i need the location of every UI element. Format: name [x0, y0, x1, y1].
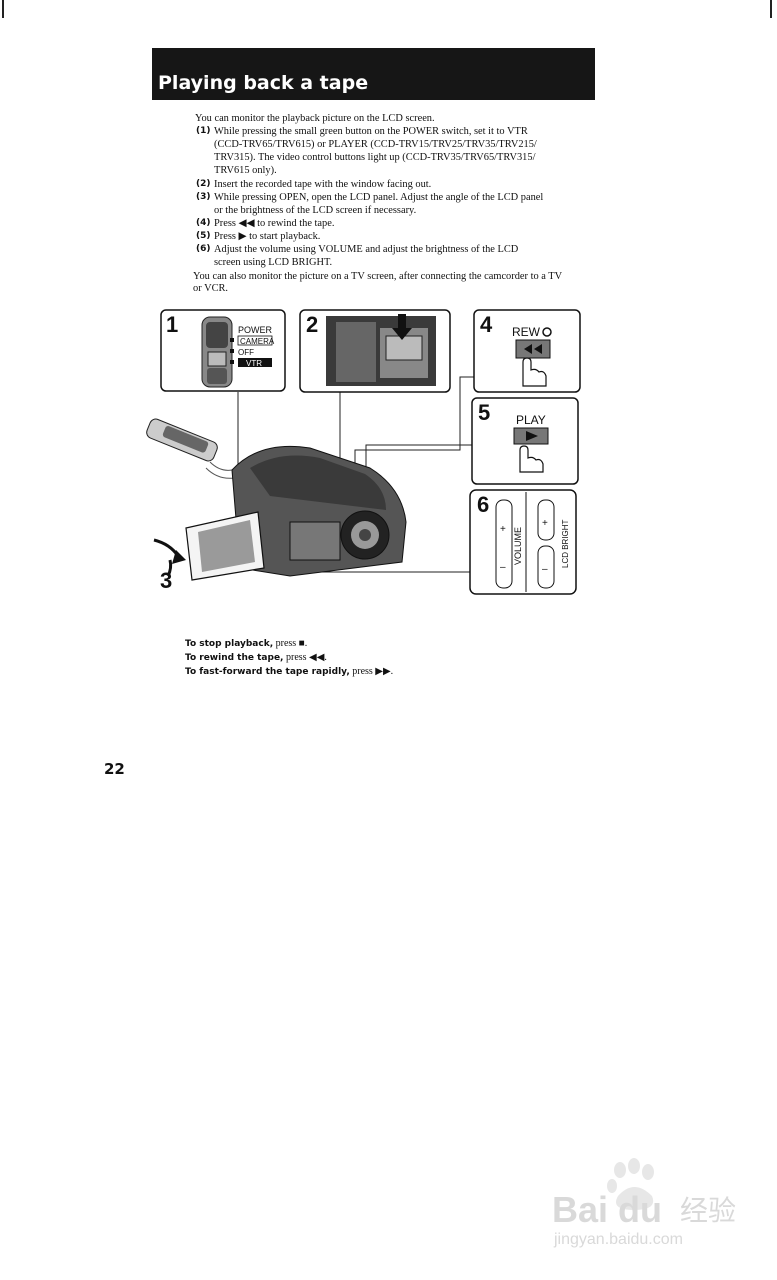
lcd-panel: 3	[153, 511, 265, 593]
step-line: TRV615 only).	[214, 165, 277, 176]
step-number: (1)	[196, 126, 211, 136]
option-camera: CAMERA	[240, 337, 275, 346]
step-line: While pressing OPEN, open the LCD panel.…	[214, 192, 544, 203]
watermark-chinese: 经验	[680, 1195, 736, 1226]
panel-4-rewind: 4 REW	[473, 309, 581, 393]
step-line: screen using LCD BRIGHT.	[214, 257, 333, 268]
panel-number: 1	[166, 312, 178, 337]
step-number: (6)	[196, 244, 211, 254]
step-number: (5)	[196, 231, 211, 241]
step-line: (CCD-TRV65/TRV615) or PLAYER (CCD-TRV15/…	[214, 139, 537, 150]
lcd-plus: +	[542, 518, 548, 529]
page-title: Playing back a tape	[158, 72, 369, 94]
outro-line: You can also monitor the picture on a TV…	[193, 271, 563, 282]
step-1: (1) While pressing the small green butto…	[196, 125, 596, 177]
panel-number: 4	[480, 312, 493, 337]
pointing-hand-icon	[519, 445, 544, 473]
step-line: or the brightness of the LCD screen if n…	[214, 205, 417, 216]
panel-number: 2	[306, 312, 318, 337]
note-rest: press ▶▶.	[349, 666, 394, 677]
step-number: (4)	[196, 218, 211, 228]
header-bar	[152, 48, 595, 100]
remote-control-icon	[146, 418, 235, 479]
step-3: (3) While pressing OPEN, open the LCD pa…	[196, 191, 596, 217]
watermark-logo: Bai du	[552, 1189, 662, 1230]
panel-1-power-switch: 1 POWER CAMERA OFF VTR	[160, 309, 286, 392]
step-2: (2) Insert the recorded tape with the wi…	[196, 178, 596, 191]
intro-text: You can monitor the playback picture on …	[195, 113, 435, 124]
step-line: Press ◀◀ to rewind the tape.	[214, 218, 335, 229]
baidu-watermark: Bai du 经验 jingyan.baidu.com	[552, 1158, 736, 1248]
rew-button	[515, 339, 551, 359]
note-item: To stop playback, press ■.	[185, 637, 393, 651]
lcd-minus: –	[542, 564, 548, 575]
note-rest: press ■.	[273, 638, 308, 649]
step-6: (6) Adjust the volume using VOLUME and a…	[196, 243, 596, 269]
volume-label: VOLUME	[513, 527, 523, 565]
panel-number: 3	[160, 568, 172, 593]
step-line: Press ▶ to start playback.	[214, 231, 321, 242]
note-bold: To stop playback,	[185, 639, 274, 649]
panel-2-tape-insert: 2	[299, 309, 451, 393]
step-number: (3)	[196, 192, 211, 202]
note-bold: To fast-forward the tape rapidly,	[185, 667, 350, 677]
outro-text: You can also monitor the picture on a TV…	[193, 271, 593, 295]
panel-number: 6	[477, 492, 489, 517]
option-off: OFF	[238, 348, 254, 357]
rew-label: REW	[512, 325, 541, 339]
edge-mark-right	[770, 0, 772, 18]
notes: To stop playback, press ■. To rewind the…	[185, 637, 393, 679]
note-item: To fast-forward the tape rapidly, press …	[185, 665, 393, 679]
step-4: (4) Press ◀◀ to rewind the tape.	[196, 217, 596, 230]
power-switch-knob	[207, 368, 227, 384]
volume-plus: +	[500, 524, 506, 535]
option-vtr: VTR	[246, 359, 262, 368]
lcd-bright-plus-button	[537, 499, 555, 541]
step-line: Insert the recorded tape with the window…	[214, 179, 432, 190]
lcd-bright-label: LCD BRIGHT	[561, 519, 570, 568]
step-line: Adjust the volume using VOLUME and adjus…	[214, 244, 519, 255]
play-label: PLAY	[516, 413, 546, 427]
volume-minus: –	[500, 562, 506, 573]
outro-line: or VCR.	[193, 283, 229, 294]
lcd-bright-minus-button	[537, 545, 555, 589]
panel-5-play: 5 PLAY	[471, 397, 579, 485]
note-rest: press ◀◀.	[283, 652, 327, 663]
paw-logo-icon	[607, 1158, 654, 1210]
note-bold: To rewind the tape,	[185, 653, 284, 663]
volume-button	[495, 499, 513, 589]
step-number: (2)	[196, 179, 211, 189]
camcorder-icon	[231, 445, 407, 577]
power-label: POWER	[238, 325, 273, 335]
step-line: TRV315). The video control buttons light…	[214, 152, 536, 163]
note-item: To rewind the tape, press ◀◀.	[185, 651, 393, 665]
panel-6-volume-brightness: 6 + – VOLUME + – LCD BRIGHT	[469, 489, 577, 595]
watermark-url: jingyan.baidu.com	[553, 1231, 683, 1248]
playback-illustration: 1 POWER CAMERA OFF VTR 2 4 REW	[146, 309, 581, 595]
edge-mark-left	[2, 0, 4, 18]
page-number: 22	[104, 760, 125, 778]
step-5: (5) Press ▶ to start playback.	[196, 230, 596, 243]
panel-number: 5	[478, 400, 490, 425]
step-line: While pressing the small green button on…	[214, 126, 528, 137]
pointing-hand-icon	[522, 357, 547, 387]
